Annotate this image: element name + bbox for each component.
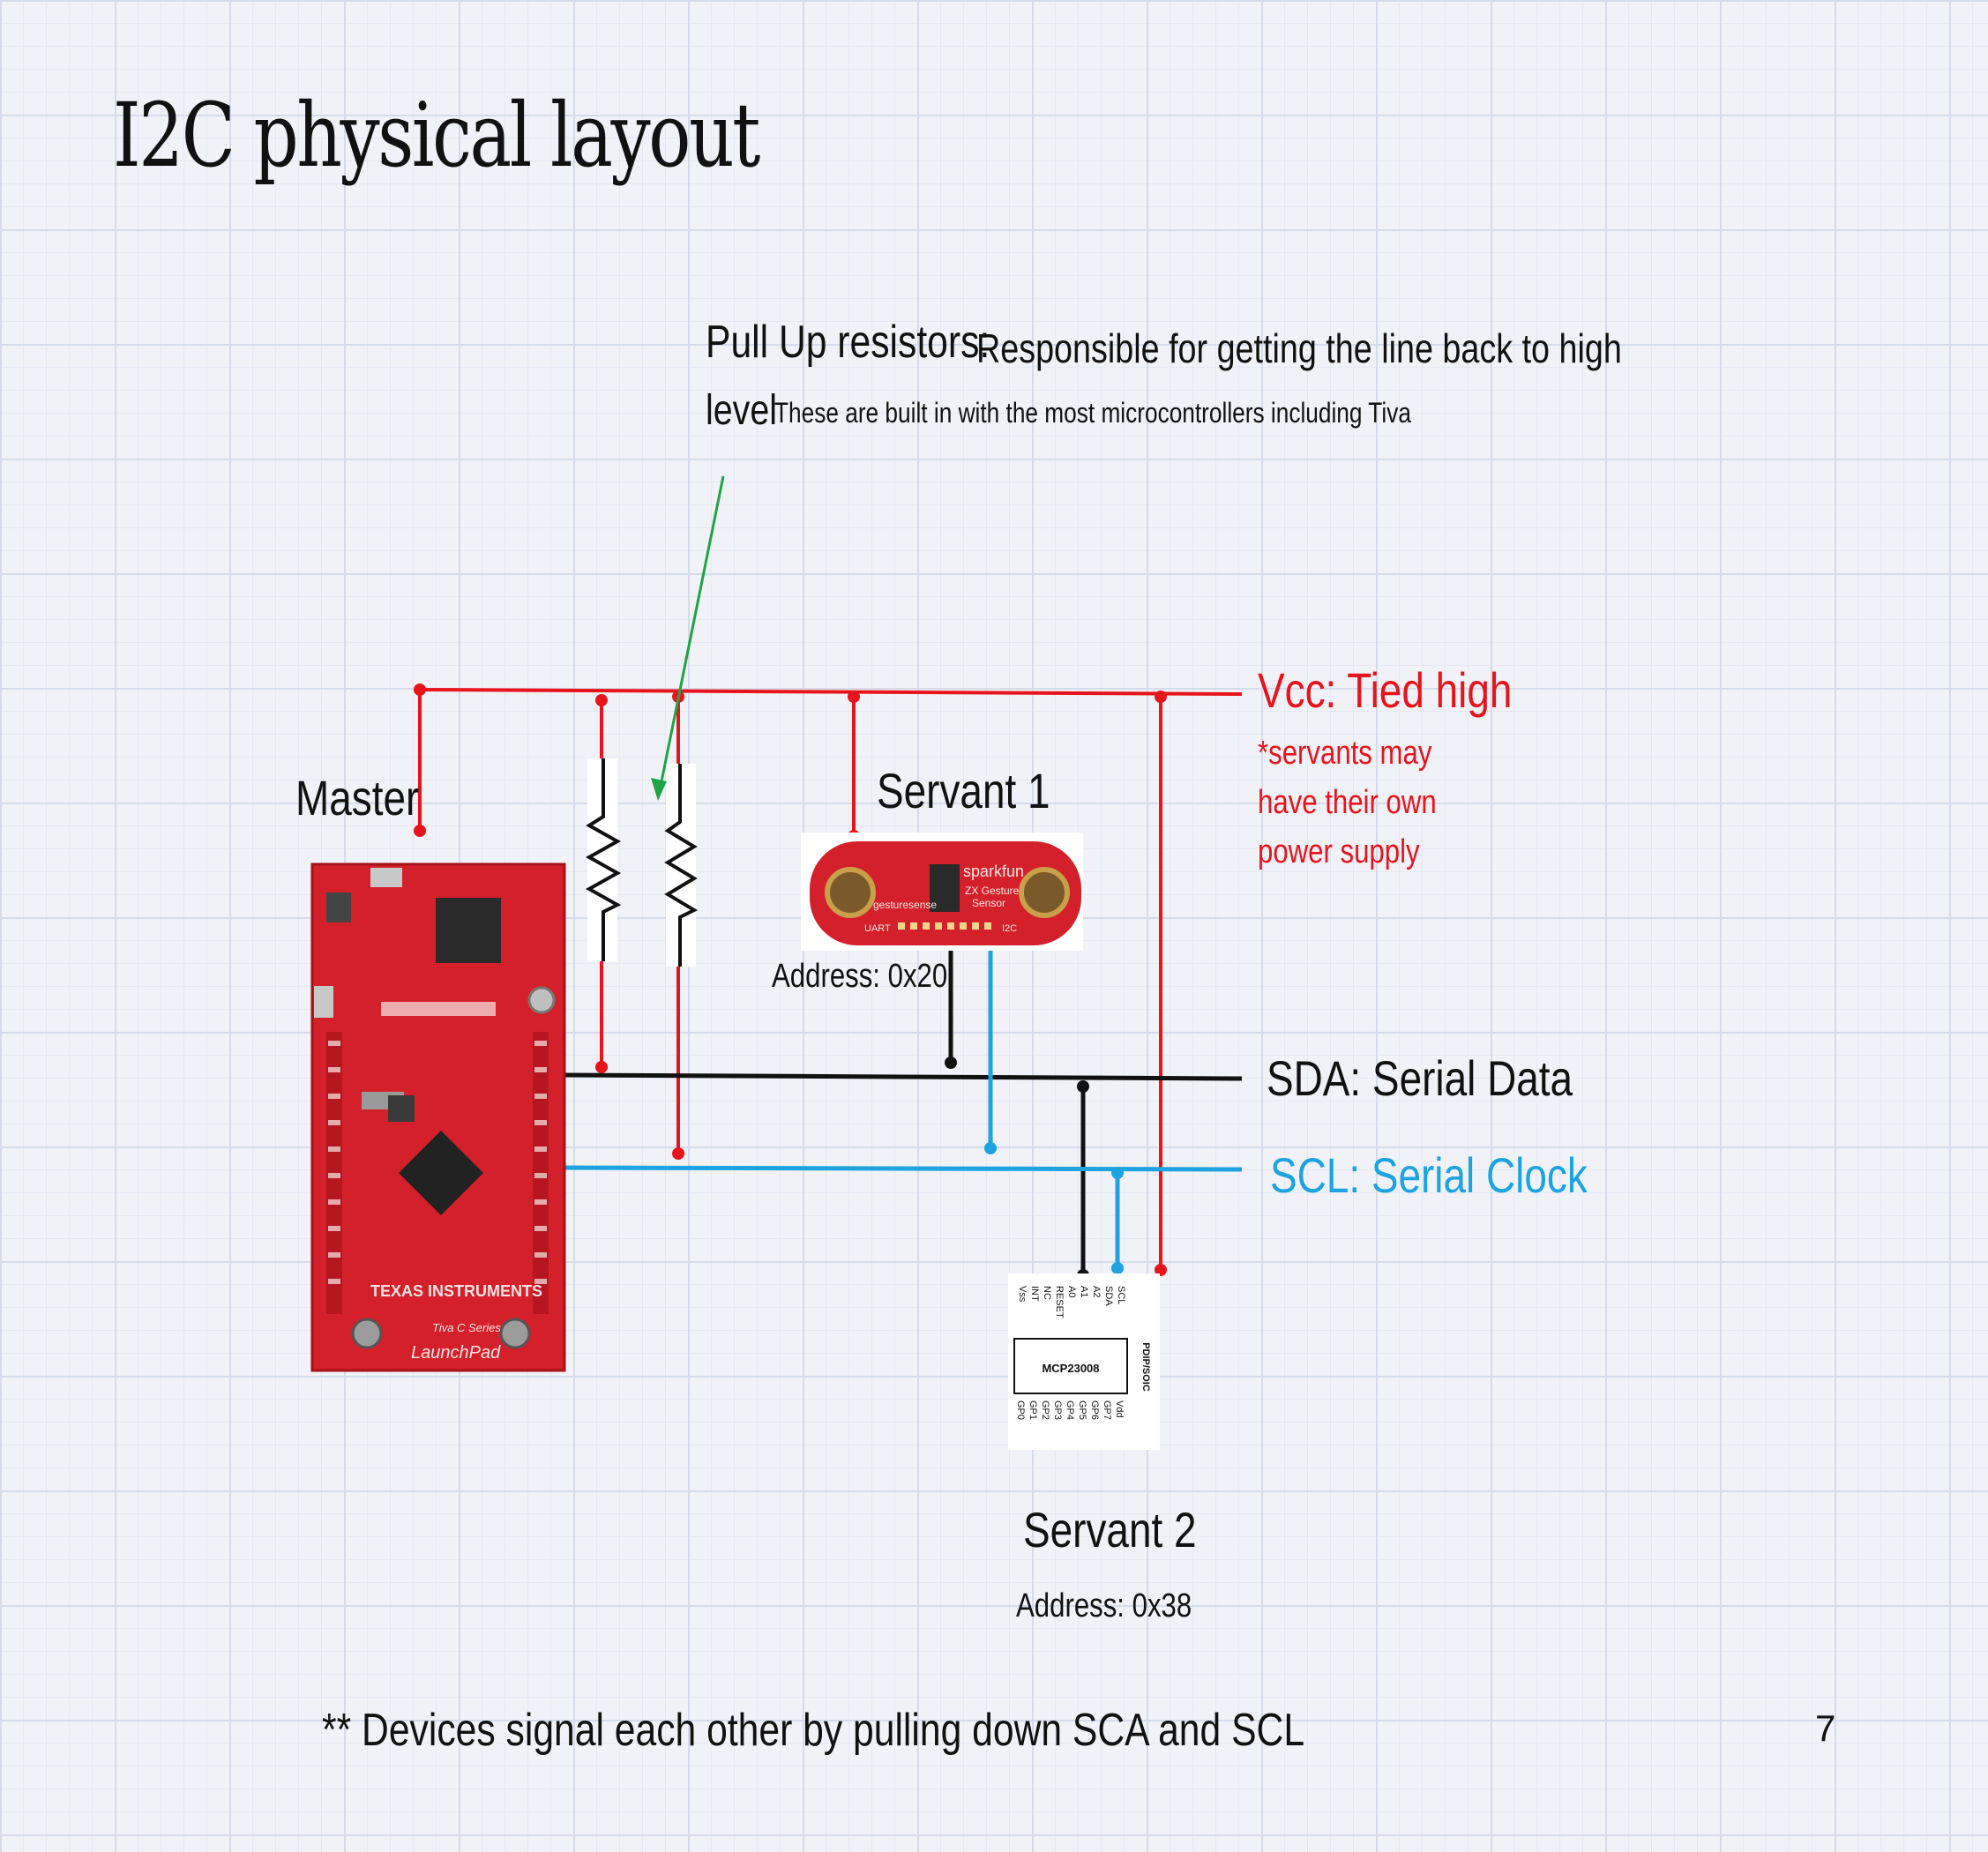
board-launchpad-text: LaunchPad: [411, 1343, 501, 1363]
servant1-address: Address: 0x20: [772, 958, 948, 995]
vcc-label: Vcc: Tied high: [1258, 662, 1513, 718]
pullup-label: Pull Up resistors:: [706, 317, 990, 368]
usb-connector-top: [370, 868, 402, 887]
board-series-text: Tiva C Series: [432, 1321, 501, 1334]
sda-bus: [564, 942, 1243, 1275]
reset-button: [527, 986, 556, 1014]
left-pin-label-5: RESET: [1054, 1286, 1065, 1318]
ir-led-left: [825, 867, 876, 918]
ir-led-right: [1019, 867, 1070, 918]
right-pin-label-7: GP1: [1028, 1400, 1038, 1420]
right-pin-label-6: GP2: [1040, 1400, 1050, 1420]
footnote: ** Devices signal each other by pulling …: [322, 1705, 1305, 1756]
servant1-label: Servant 1: [877, 763, 1050, 818]
left-pin-label-1: SDA: [1103, 1286, 1114, 1306]
page-number: 7: [1815, 1707, 1836, 1749]
left-pin-label-7: INT: [1029, 1286, 1040, 1302]
right-pin-label-8: GP0: [1015, 1400, 1026, 1420]
master-label: Master: [295, 770, 420, 825]
i2c-text: I2C: [1002, 923, 1017, 934]
left-pin-label-3: A1: [1079, 1286, 1089, 1297]
scl-label: SCL: Serial Clock: [1270, 1147, 1588, 1203]
pullup-description-continued: level: [706, 387, 777, 434]
gesturesense-text: gesturesense: [873, 899, 937, 911]
uart-text: UART: [864, 923, 891, 934]
left-pin-label-4: A0: [1066, 1286, 1077, 1297]
pullup-description: Responsible for getting the line back to…: [976, 325, 1622, 371]
chip-name: MCP23008: [1042, 1362, 1099, 1375]
servant2-label: Servant 2: [1023, 1502, 1197, 1557]
right-pin-label-3: GP5: [1077, 1400, 1087, 1420]
vcc-note: *servants may have their own power suppl…: [1258, 735, 1437, 870]
right-pin-label-5: GP3: [1052, 1400, 1063, 1420]
left-pin-label-8: Vss: [1017, 1286, 1028, 1303]
mcp23008-pinout: MCP23008 PDIP/SOIC SCLSDAA2A1A0RESETNCIN…: [1008, 1273, 1160, 1450]
servant2-address: Address: 0x38: [1016, 1587, 1192, 1624]
right-pin-label-2: GP6: [1089, 1400, 1100, 1420]
launchpad-board: TEXAS INSTRUMENTS Tiva C Series LaunchPa…: [310, 863, 566, 1372]
package-label: PDIP/SOIC: [1140, 1342, 1151, 1392]
pullup-resistor-sda: [585, 758, 622, 961]
sensor-chip: [930, 864, 960, 912]
board-brand-text: TEXAS INSTRUMENTS: [370, 1282, 542, 1300]
usb-connector-side: [314, 986, 333, 1018]
right-pin-label-4: GP4: [1065, 1400, 1075, 1420]
sda-junctions: [945, 937, 1089, 1281]
sda-label: SDA: Serial Data: [1267, 1050, 1573, 1106]
left-pin-label-2: A2: [1091, 1286, 1102, 1297]
sparkfun-text: sparkfun: [963, 863, 1024, 880]
pullup-arrow: [651, 475, 725, 801]
pullup-resistor-scl: [664, 764, 699, 967]
mcu-chip: [399, 1131, 483, 1215]
chip-body: [1013, 1338, 1128, 1394]
pullup-note: These are built in with the most microco…: [774, 397, 1411, 429]
gesture-sensor-board: sparkfun ZX Gesture Sensor gesturesense …: [801, 833, 1083, 951]
right-pin-label-1: GP7: [1102, 1400, 1112, 1420]
sensor-name-text: ZX Gesture: [965, 885, 1020, 897]
user-button-left: [351, 1318, 383, 1349]
user-button-right: [499, 1318, 531, 1349]
left-pin-label-6: NC: [1042, 1286, 1052, 1300]
right-pin-label-0: Vdd: [1114, 1400, 1125, 1418]
scl-bus: [564, 937, 1243, 1268]
debug-chip: [436, 898, 501, 963]
left-pin-label-0: SCL: [1116, 1286, 1126, 1304]
sensor-type-text: Sensor: [972, 897, 1005, 909]
slide-title: I2C physical layout: [113, 84, 760, 187]
scl-junctions: [984, 931, 1124, 1274]
